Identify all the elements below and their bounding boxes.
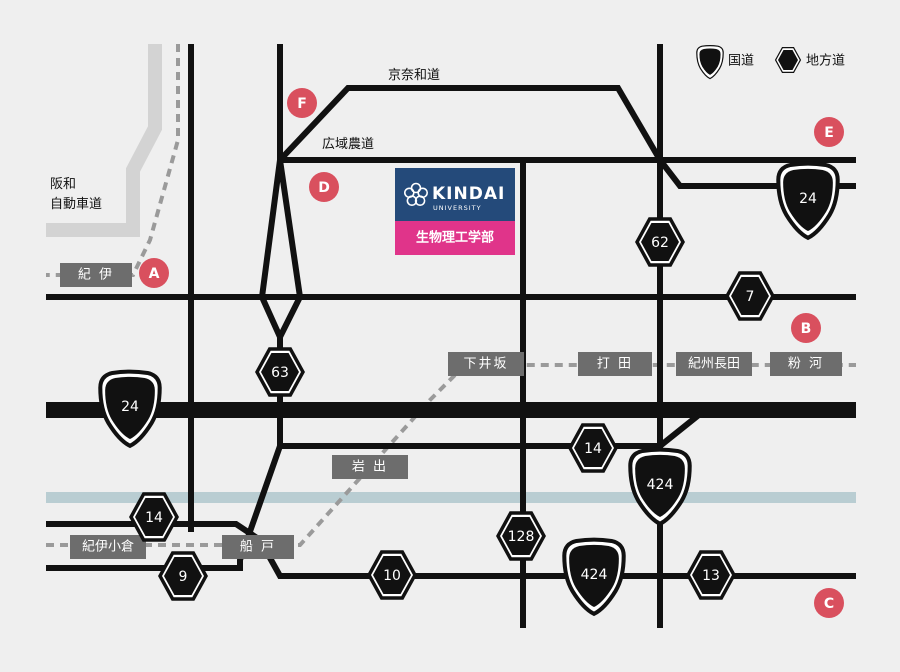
prefectural-route-7-icon: 7 [725, 271, 775, 321]
svg-text:10: 10 [383, 568, 401, 584]
prefectural-route-63-icon: 63 [255, 347, 305, 397]
svg-text:打 田: 打 田 [597, 357, 633, 372]
station-shimoisaka: 下井坂 [448, 352, 524, 376]
prefectural-route-128-icon: 128 [496, 511, 546, 561]
svg-text:D: D [318, 180, 330, 196]
flower-icon [404, 182, 428, 206]
expressway-label-2: 自動車道 [50, 197, 102, 212]
svg-text:24: 24 [799, 191, 817, 207]
expressway-label-1: 阪和 [50, 177, 76, 192]
kindai-logo[interactable]: KINDAI UNIVERSITY 生物理工学部 [395, 168, 515, 255]
svg-text:C: C [824, 596, 834, 612]
svg-text:14: 14 [145, 510, 163, 526]
station-kii-ogura: 紀伊小倉 [70, 535, 146, 559]
svg-text:F: F [297, 96, 307, 112]
svg-text:128: 128 [508, 529, 535, 545]
logo-faculty: 生物理工学部 [416, 230, 494, 246]
station-uchita: 打 田 [578, 352, 652, 376]
national-route-24-east-icon: 24 [778, 164, 837, 238]
svg-text:14: 14 [584, 441, 602, 457]
station-kokawa: 粉 河 [770, 352, 842, 376]
svg-text:船 戸: 船 戸 [240, 540, 276, 555]
farm-road-label: 広域農道 [322, 137, 374, 152]
prefectural-route-9-icon: 9 [158, 551, 208, 601]
svg-text:A: A [149, 266, 160, 282]
station-kishu-nagata: 紀州長田 [676, 352, 752, 376]
river [46, 492, 856, 503]
svg-text:424: 424 [581, 567, 608, 583]
marker-c[interactable]: C [814, 588, 844, 618]
station-iwade: 岩 出 [332, 455, 408, 479]
svg-text:424: 424 [647, 477, 674, 493]
legend: 国道 地方道 [696, 44, 845, 80]
prefectural-route-62-icon: 62 [635, 217, 685, 267]
prefectural-route-14-east-icon: 14 [568, 423, 618, 473]
logo-sub: UNIVERSITY [433, 204, 482, 212]
svg-text:岩 出: 岩 出 [352, 460, 388, 475]
keina-road [277, 85, 856, 189]
prefectural-route-10-icon: 10 [367, 550, 417, 600]
svg-text:紀 伊: 紀 伊 [78, 268, 114, 283]
roads [46, 44, 856, 628]
svg-text:24: 24 [121, 399, 139, 415]
station-kii: 紀 伊 [60, 263, 132, 287]
svg-text:62: 62 [651, 235, 669, 251]
svg-text:13: 13 [702, 568, 720, 584]
national-route-legend-icon [696, 44, 724, 80]
svg-text:紀州長田: 紀州長田 [688, 357, 740, 372]
station-funado: 船 戸 [222, 535, 294, 559]
svg-text:B: B [801, 321, 812, 337]
prefectural-route-13-icon: 13 [686, 550, 736, 600]
svg-text:63: 63 [271, 365, 289, 381]
svg-text:紀伊小倉: 紀伊小倉 [82, 540, 134, 555]
national-route-424-south-icon: 424 [564, 540, 623, 614]
hanwa-expressway [46, 44, 162, 237]
keina-road-label: 京奈和道 [388, 68, 440, 83]
svg-text:下井坂: 下井坂 [463, 357, 508, 372]
national-route-424-north-icon: 424 [630, 450, 689, 524]
svg-text:7: 7 [746, 289, 755, 305]
legend-prefectural-route: 地方道 [806, 53, 845, 69]
marker-f[interactable]: F [287, 88, 317, 118]
marker-b[interactable]: B [791, 313, 821, 343]
legend-national-route: 国道 [728, 54, 754, 69]
marker-a[interactable]: A [139, 258, 169, 288]
svg-text:粉 河: 粉 河 [788, 357, 824, 372]
prefectural-route-14-west-icon: 14 [129, 492, 179, 542]
svg-text:E: E [824, 125, 834, 141]
national-route-24-west-icon: 24 [100, 372, 159, 446]
prefectural-route-legend-icon [774, 46, 802, 74]
logo-name: KINDAI [432, 184, 505, 204]
svg-text:9: 9 [179, 569, 188, 585]
marker-d[interactable]: D [309, 172, 339, 202]
marker-e[interactable]: E [814, 117, 844, 147]
